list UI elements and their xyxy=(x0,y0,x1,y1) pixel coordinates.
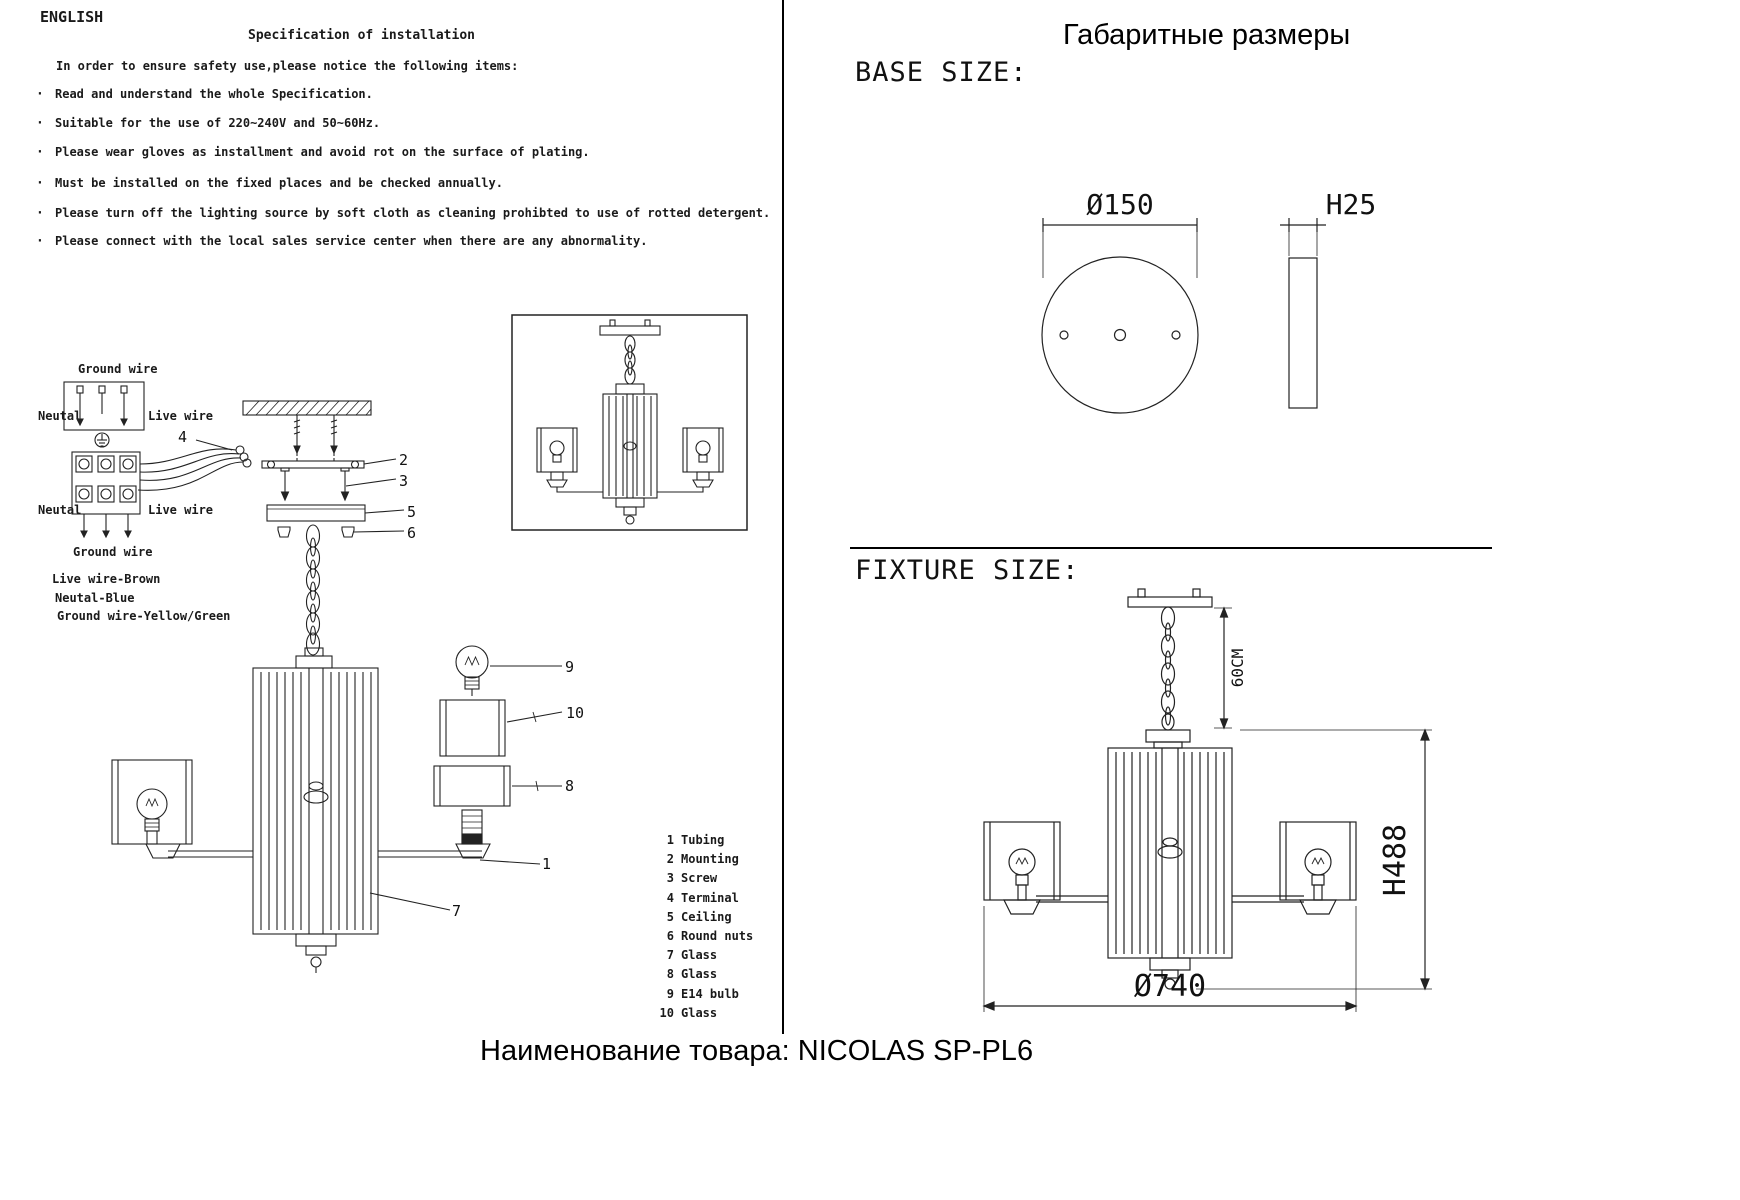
wire-bundle-drawing xyxy=(137,439,252,491)
callout-glass-7: 7 xyxy=(452,902,462,920)
callout-mounting: 2 xyxy=(399,451,409,469)
ceiling-mount-drawing xyxy=(242,400,405,656)
fixture-size-drawing xyxy=(982,588,1432,1012)
wiring-terminal-drawing xyxy=(63,381,145,539)
bullet-dot: · xyxy=(36,87,44,102)
legend-ground-wire: Ground wire-Yellow/Green xyxy=(57,609,231,623)
language-label: ENGLISH xyxy=(40,8,104,26)
neutral-label-bottom: Neutal xyxy=(38,503,82,517)
base-size-drawing xyxy=(1041,218,1326,414)
spec-item: ·Read and understand the whole Specifica… xyxy=(36,87,373,102)
live-wire-label-top: Live wire xyxy=(148,409,214,423)
dimensions-title-ru: Габаритные размеры xyxy=(1063,19,1351,51)
spec-item: ·Suitable for the use of 220~240V and 50… xyxy=(36,116,381,131)
assembled-inset-drawing xyxy=(511,314,748,531)
bullet-dot: · xyxy=(36,206,44,221)
legend-neutral: Neutal-Blue xyxy=(55,591,135,605)
callout-glass-8: 8 xyxy=(565,777,575,795)
chandelier-exploded-drawing xyxy=(111,645,563,973)
vertical-divider xyxy=(782,0,784,1034)
spec-item: ·Please wear gloves as installment and a… xyxy=(36,145,590,160)
base-diameter-label: Ø150 xyxy=(1086,188,1153,221)
live-wire-label-bottom: Live wire xyxy=(148,503,214,517)
callout-tubing: 1 xyxy=(542,855,552,873)
fixture-diameter-label: Ø740 xyxy=(1134,969,1206,1004)
fixture-height-label: H488 xyxy=(1378,824,1413,896)
bullet-dot: · xyxy=(36,176,44,191)
installation-drawings xyxy=(63,314,748,973)
bullet-dot: · xyxy=(36,234,44,249)
base-size-label: BASE SIZE: xyxy=(855,57,1028,88)
spec-title: Specification of installation xyxy=(248,28,475,43)
base-height-label: H25 xyxy=(1326,188,1377,221)
spec-item: ·Please turn off the lighting source by … xyxy=(36,206,771,221)
ground-wire-label-bottom: Ground wire xyxy=(73,545,153,559)
spec-item: ·Please connect with the local sales ser… xyxy=(36,234,648,249)
legend-live-wire: Live wire-Brown xyxy=(52,572,161,586)
neutral-label-top: Neutal xyxy=(38,409,82,423)
section-divider xyxy=(850,547,1492,549)
dimension-drawings: Ø150 H25 60CM H488 Ø740 xyxy=(982,188,1432,1012)
callout-round-nuts: 6 xyxy=(407,524,417,542)
spec-intro: In order to ensure safety use,please not… xyxy=(56,59,519,73)
callout-glass-10: 10 xyxy=(566,704,585,722)
product-name: Наименование товара: NICOLAS SP-PL6 xyxy=(480,1035,1034,1067)
callout-ceiling: 5 xyxy=(407,503,417,521)
spec-item: ·Must be installed on the fixed places a… xyxy=(36,176,503,191)
callout-e14-bulb: 9 xyxy=(565,658,575,676)
bullet-dot: · xyxy=(36,145,44,160)
ground-wire-label-top: Ground wire xyxy=(78,362,158,376)
bullet-dot: · xyxy=(36,116,44,131)
fixture-size-label: FIXTURE SIZE: xyxy=(855,555,1080,586)
callout-terminal: 4 xyxy=(178,428,188,446)
callout-screw: 3 xyxy=(399,472,409,490)
chain-length-label: 60CM xyxy=(1228,649,1247,688)
